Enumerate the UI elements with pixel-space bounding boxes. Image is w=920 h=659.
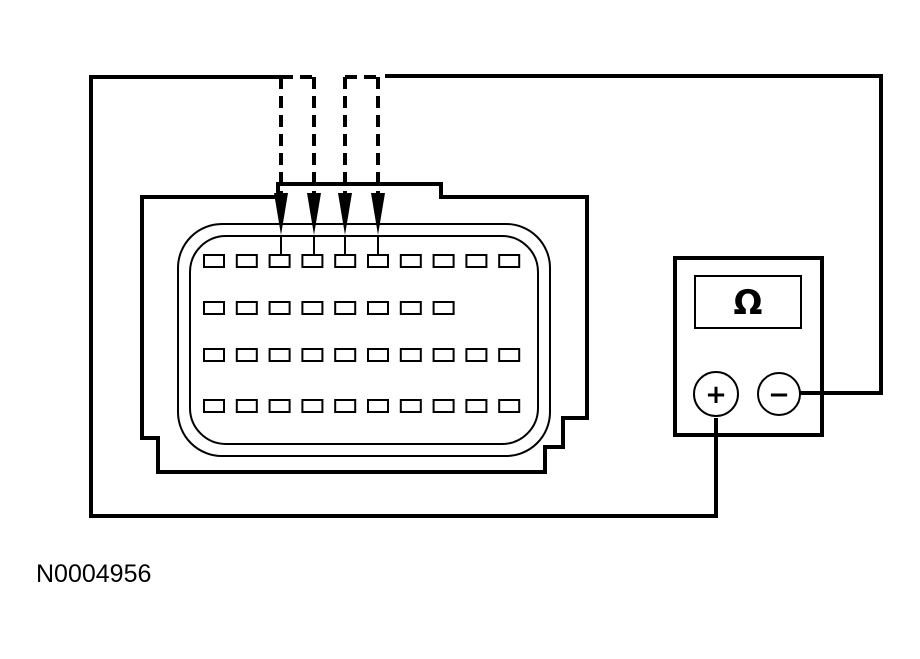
pin-cavity <box>235 399 258 413</box>
pin-cavity <box>498 399 521 413</box>
pin-cavity <box>203 301 225 315</box>
probe-tip-arrow <box>338 193 352 235</box>
pin-cavity <box>399 399 422 413</box>
pin-cavity <box>203 254 225 268</box>
pin-cavity <box>268 301 291 315</box>
pin-cavity <box>301 348 324 362</box>
pin-cavity <box>432 399 455 413</box>
negative-test-lead <box>385 74 883 395</box>
positive-test-lead <box>89 75 718 518</box>
pin-cavity <box>399 254 422 268</box>
pin-cavity <box>203 399 225 413</box>
pin-cavity <box>235 301 258 315</box>
figure-id-label: N0004956 <box>36 560 152 588</box>
pin-cavity <box>465 254 488 268</box>
pin-cavity <box>465 348 488 362</box>
pin-cavity <box>399 301 422 315</box>
connector-face-inner <box>189 235 539 445</box>
probe-tip-arrow <box>274 193 288 235</box>
positive-terminal <box>693 371 739 417</box>
connector-pins <box>203 254 521 413</box>
ohm-symbol: Ω <box>734 283 763 323</box>
pin-cavity <box>235 348 258 362</box>
pin-cavity <box>235 254 258 268</box>
pin-cavity <box>268 254 291 268</box>
probe-tips <box>274 193 385 254</box>
pin-cavity <box>268 348 291 362</box>
pin-cavity <box>432 348 455 362</box>
pin-cavity <box>498 254 521 268</box>
probe-leads <box>279 75 380 200</box>
plus-icon: + <box>705 380 727 410</box>
pin-cavity <box>432 301 455 315</box>
minus-icon: − <box>768 380 790 410</box>
pin-cavity <box>301 254 324 268</box>
connector-housing <box>140 182 589 474</box>
pin-cavity <box>334 348 357 362</box>
multimeter-body <box>673 256 824 437</box>
pin-cavity <box>367 254 389 268</box>
pin-cavity <box>334 254 357 268</box>
pin-cavity <box>367 301 389 315</box>
pin-cavity <box>334 399 357 413</box>
multimeter: Ω + − <box>673 256 824 437</box>
pin-cavity <box>334 301 357 315</box>
pin-cavity <box>465 399 488 413</box>
pin-cavity <box>301 399 324 413</box>
pin-cavity <box>203 348 225 362</box>
pin-cavity <box>301 301 324 315</box>
probe-tip-arrow <box>371 193 385 235</box>
pin-cavity <box>432 254 455 268</box>
pin-cavity <box>367 399 389 413</box>
pin-cavity <box>268 399 291 413</box>
pin-cavity <box>498 348 521 362</box>
connector-face-outer <box>177 223 551 457</box>
probe-tip-arrow <box>307 193 321 235</box>
negative-terminal <box>757 372 801 416</box>
multimeter-display <box>694 275 802 329</box>
pin-cavity <box>367 348 389 362</box>
pin-cavity <box>399 348 422 362</box>
